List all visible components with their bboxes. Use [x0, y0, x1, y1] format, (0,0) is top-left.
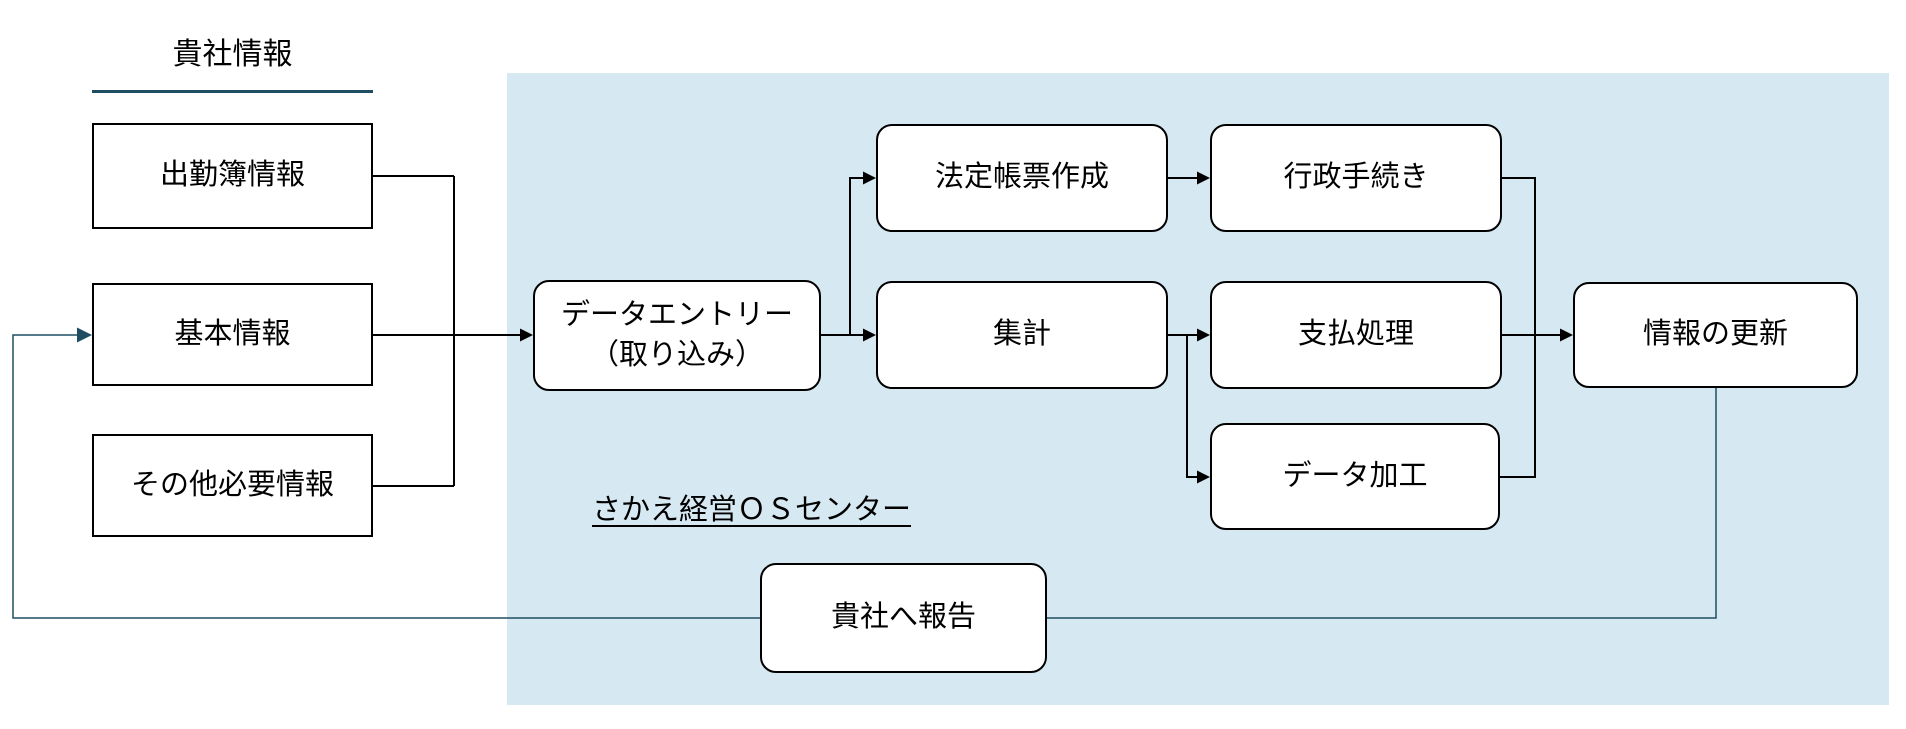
node-basic-info: 基本情報 — [92, 283, 373, 386]
node-data-processing: データ加工 — [1210, 423, 1500, 530]
arrowhead-to-information-update — [1560, 328, 1573, 342]
company-info-title-underline — [92, 90, 373, 93]
os-center-label: さかえ経営ＯＳセンター — [592, 494, 912, 526]
arrowhead-to-admin-procedures — [1197, 171, 1210, 185]
connector-merge-to-information-update — [1500, 177, 1573, 478]
node-data-entry: データエントリー （取り込み） — [533, 280, 821, 391]
node-aggregation: 集計 — [876, 281, 1168, 389]
connector-legal-to-admin — [1168, 171, 1210, 185]
arrowhead-to-data-processing — [1197, 470, 1210, 484]
node-legal-forms: 法定帳票作成 — [876, 124, 1168, 232]
connector-feedback-loop — [12, 327, 1717, 619]
arrowhead-to-legal-forms — [863, 171, 876, 185]
node-other-info: その他必要情報 — [92, 434, 373, 537]
arrowhead-to-data-entry — [520, 328, 533, 342]
arrowhead-to-aggregation — [863, 328, 876, 342]
node-attendance-info: 出勤簿情報 — [92, 123, 373, 229]
connector-aggregation-to-data-processing — [1186, 335, 1210, 484]
node-payment-processing: 支払処理 — [1210, 281, 1502, 389]
connector-aggregation-to-payment — [1168, 328, 1210, 342]
node-report-to-company: 貴社へ報告 — [760, 563, 1047, 673]
node-admin-procedures: 行政手続き — [1210, 124, 1502, 232]
company-info-title: 貴社情報 — [172, 38, 293, 71]
arrowhead-to-basic-info — [77, 327, 92, 343]
connector-company-inputs-merge — [373, 175, 533, 487]
connector-data-entry-branch — [821, 171, 876, 342]
node-information-update: 情報の更新 — [1573, 282, 1858, 388]
arrowhead-to-payment — [1197, 328, 1210, 342]
